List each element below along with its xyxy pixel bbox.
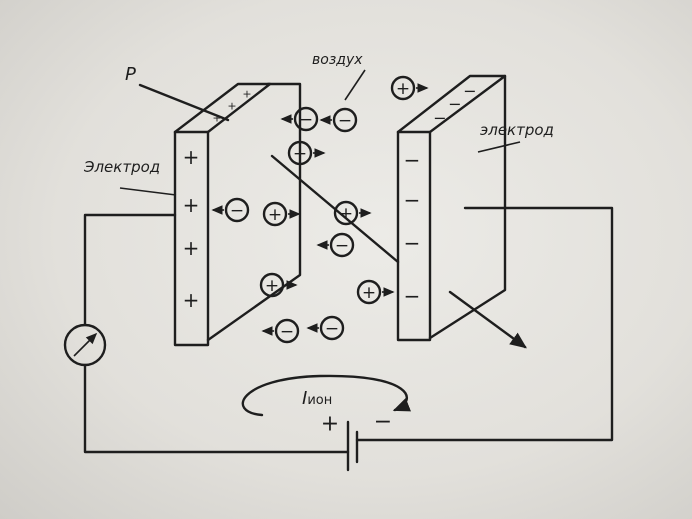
- charge: +: [183, 145, 200, 169]
- charge: +: [183, 193, 200, 217]
- ion-circle: [329, 232, 355, 258]
- charge: −: [448, 95, 461, 114]
- label-electrode-right: электрод: [480, 121, 554, 139]
- charge: +: [183, 236, 200, 260]
- ion-sign: +: [396, 79, 410, 99]
- charge: +: [227, 100, 236, 113]
- ion: −: [306, 315, 345, 341]
- ion-sign: −: [325, 319, 339, 339]
- ion-circle: [224, 197, 250, 223]
- charge: −: [404, 284, 421, 308]
- ion: +: [356, 279, 395, 305]
- label-p: P: [125, 64, 136, 85]
- ion-circle: [274, 318, 300, 344]
- electrode-right-pointer: [477, 141, 521, 153]
- ion: +: [259, 272, 298, 298]
- ion-sign: −: [230, 201, 244, 221]
- current-symbol: I: [302, 388, 307, 409]
- label-electrode-left: Электрод: [83, 158, 160, 176]
- ion-sign: +: [265, 276, 279, 296]
- ion-sign: +: [362, 283, 376, 303]
- charge: +: [212, 112, 221, 125]
- ions: − − + − + + − + + + − −: [211, 75, 429, 344]
- charge: +: [242, 88, 251, 101]
- ion-sign: −: [338, 111, 352, 131]
- ion-sign: −: [280, 322, 294, 342]
- ion-circle: [356, 279, 382, 305]
- ion-circle: [333, 200, 359, 226]
- right-electrode: [396, 74, 507, 342]
- ion: +: [287, 140, 326, 166]
- ion-circle: [390, 75, 416, 101]
- left-electrode-charges: + + + + + + +: [183, 88, 252, 313]
- charge: −: [404, 231, 421, 255]
- ion: −: [211, 197, 250, 223]
- label-current: Iион: [302, 388, 332, 409]
- p-pointer-line: [138, 83, 230, 122]
- ion: −: [319, 107, 358, 133]
- charge: −: [404, 148, 421, 172]
- label-air: воздух: [312, 52, 363, 68]
- right-electrode-charges: − − − − − − −: [404, 82, 477, 309]
- ion-sign: +: [268, 205, 282, 225]
- ion-sign: −: [299, 110, 313, 130]
- ion: +: [262, 201, 301, 227]
- ion-circle: [319, 315, 345, 341]
- charge: −: [404, 188, 421, 212]
- battery-minus: −: [374, 410, 392, 435]
- electrode-left-pointer: [119, 187, 177, 196]
- ion: −: [280, 106, 319, 132]
- battery-plus: +: [321, 412, 339, 437]
- air-pointer-line: [344, 69, 366, 101]
- ion-circle: [293, 106, 319, 132]
- ion-sign: +: [293, 144, 307, 164]
- ion: −: [261, 318, 300, 344]
- ammeter-icon: [63, 323, 107, 367]
- ion-current-loop-arrow: [241, 374, 412, 417]
- ion-circle: [287, 140, 313, 166]
- ion-circle: [259, 272, 285, 298]
- circuit-wires: [83, 206, 614, 472]
- charge: −: [463, 82, 476, 101]
- particle-exit-arrow: [448, 290, 527, 349]
- ion: −: [316, 232, 355, 258]
- ion: +: [390, 75, 429, 101]
- ion: +: [333, 200, 372, 226]
- ion-circle: [262, 201, 288, 227]
- ion-sign: +: [339, 204, 353, 224]
- charge: +: [183, 288, 200, 312]
- current-subscript: ион: [307, 393, 332, 408]
- ion-sign: −: [335, 236, 349, 256]
- charge: −: [433, 109, 446, 128]
- ion-circle: [332, 107, 358, 133]
